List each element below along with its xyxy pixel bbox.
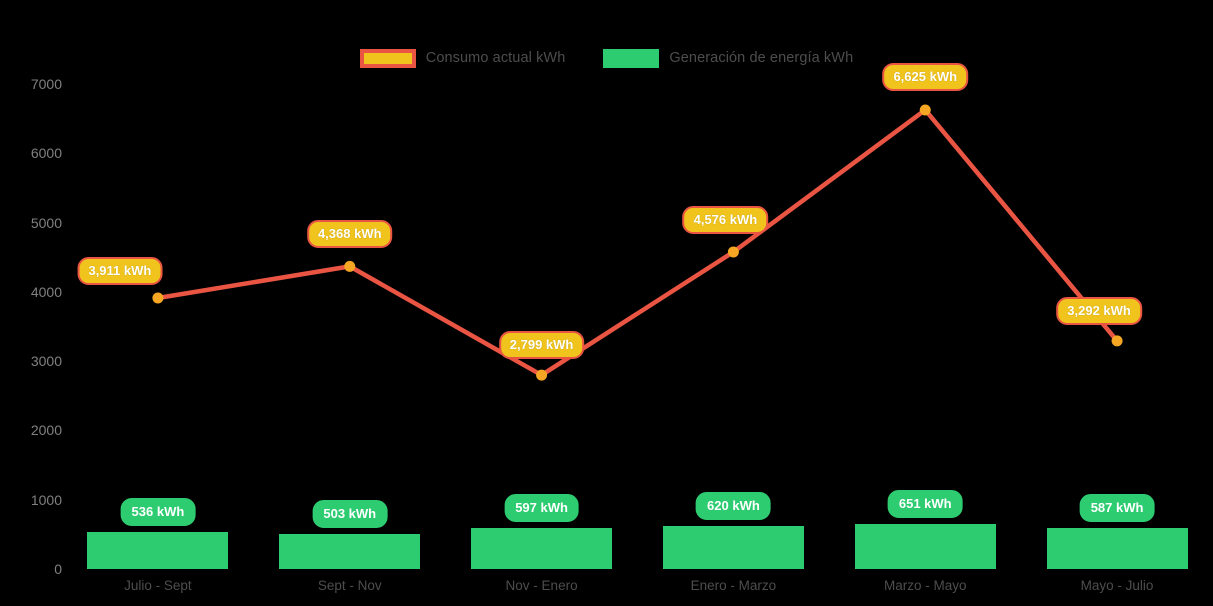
bar[interactable] (854, 523, 996, 569)
y-axis-tick-label: 7000 (30, 76, 62, 92)
x-axis-tick-label: Julio - Sept (124, 578, 192, 593)
y-axis-tick-label: 2000 (30, 422, 62, 439)
chart-legend: Consumo actual kWh Generación de energía… (0, 44, 1213, 72)
bar[interactable] (662, 526, 804, 569)
line-data-point[interactable] (1111, 335, 1123, 347)
legend-label-consumo: Consumo actual kWh (425, 50, 566, 66)
x-axis-tick-label: Marzo - Mayo (883, 578, 967, 593)
legend-item-consumo[interactable]: Consumo actual kWh (359, 48, 566, 68)
bar-data-label: 651 kWh (887, 489, 963, 518)
line-data-point[interactable] (919, 104, 931, 116)
consumo-line-path (155, 107, 1120, 378)
line-data-label: 3,292 kWh (1056, 296, 1142, 325)
y-axis-tick-label: 1000 (30, 491, 62, 508)
bar-data-label: 587 kWh (1079, 494, 1155, 523)
bar[interactable] (87, 531, 229, 569)
legend-item-generacion[interactable]: Generación de energía kWh (603, 48, 854, 68)
x-axis: Julio - Sept Sept - Nov Nov - Enero Enero -… (62, 578, 1213, 606)
line-series (152, 104, 1123, 381)
line-data-point[interactable] (344, 260, 356, 272)
line-data-point[interactable] (152, 292, 164, 304)
bar-data-label: 536 kWh (120, 497, 196, 526)
y-axis-tick-label: 3000 (30, 353, 62, 370)
y-axis: 0 1000 2000 3000 4000 5000 6000 7000 (0, 0, 62, 606)
y-axis-tick-label: 5000 (30, 214, 62, 231)
y-axis-tick-label: 4000 (30, 283, 62, 300)
y-axis-tick-label: 0 (54, 561, 62, 577)
line-data-point[interactable] (727, 246, 739, 258)
x-axis-tick-label: Enero - Marzo (690, 578, 777, 593)
plot-area: 3,911 kWh 4,368 kWh 2,799 kWh 4,576 kWh 6,62… (62, 0, 1213, 606)
bar[interactable] (1046, 528, 1188, 569)
line-data-point[interactable] (536, 369, 548, 381)
legend-swatch-generacion-icon (603, 48, 660, 68)
bar-data-label: 503 kWh (312, 500, 388, 529)
x-axis-tick-label: Nov - Enero (505, 578, 578, 593)
x-axis-tick-label: Mayo - Julio (1080, 578, 1154, 593)
line-data-label: 2,799 kWh (498, 331, 585, 360)
line-data-label: 4,368 kWh (306, 220, 393, 249)
bar-data-label: 620 kWh (696, 492, 771, 521)
x-axis-tick-label: Sept - Nov (317, 578, 382, 593)
y-axis-tick-label: 6000 (30, 145, 62, 162)
bar-data-label: 597 kWh (504, 493, 579, 522)
legend-label-generacion: Generación de energía kWh (669, 50, 854, 66)
bar[interactable] (471, 527, 613, 569)
line-data-label: 3,911 kWh (77, 257, 163, 286)
legend-swatch-consumo-icon (359, 48, 416, 68)
line-data-label: 4,576 kWh (682, 205, 769, 234)
bar[interactable] (279, 534, 421, 569)
line-data-label: 6,625 kWh (882, 62, 969, 91)
